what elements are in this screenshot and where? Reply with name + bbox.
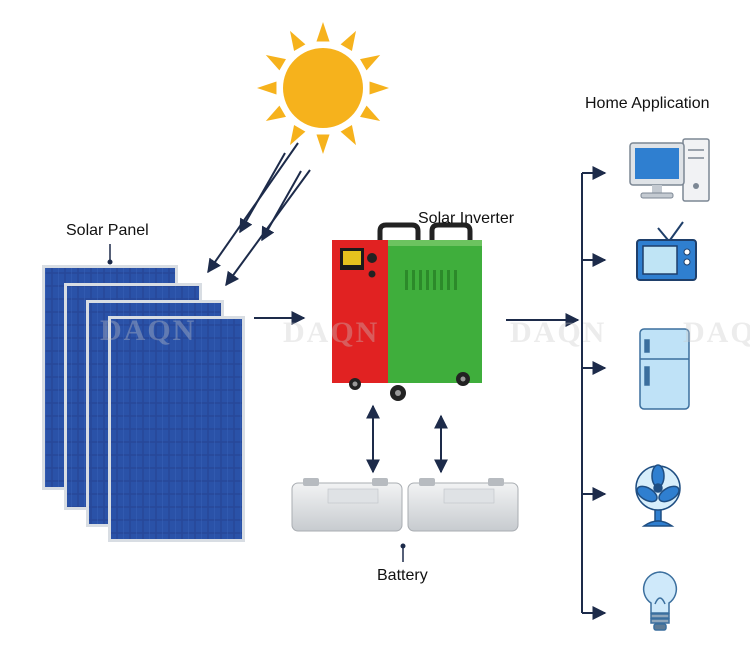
sun-ray <box>340 125 356 146</box>
inverter-vent <box>433 270 436 290</box>
battery-label-pointer <box>400 543 406 562</box>
television-icon <box>636 221 697 281</box>
solar-inverter-label: Solar Inverter <box>418 210 515 227</box>
inverter-vent <box>426 270 429 290</box>
sun-ray <box>290 30 306 51</box>
sun-ray <box>290 125 306 146</box>
watermark: DAQN <box>283 316 380 349</box>
inverter-vent <box>454 270 457 290</box>
solar-panel-stack <box>42 265 245 542</box>
sunlight-arrows <box>207 142 311 287</box>
inverter-vent <box>412 270 415 290</box>
sun-ray <box>340 30 356 51</box>
sun-ray <box>360 105 381 121</box>
solar-panel-label-pointer <box>107 244 113 265</box>
watermark: DAQN <box>510 316 607 349</box>
solar-panel <box>108 316 245 542</box>
sun-ray <box>369 81 389 95</box>
computer-icon <box>629 138 710 202</box>
sun-ray <box>316 134 330 154</box>
inverter-vent <box>405 270 408 290</box>
battery-unit <box>291 478 403 532</box>
inverter-vent <box>419 270 422 290</box>
battery-label: Battery <box>377 567 428 584</box>
watermark: DAQN <box>100 314 197 347</box>
sun-icon <box>257 22 389 154</box>
sun-ray <box>360 55 381 71</box>
inverter-vent <box>440 270 443 290</box>
sun-ray <box>265 105 286 121</box>
fan-icon <box>635 464 681 527</box>
sun-ray <box>316 22 330 42</box>
battery-unit <box>407 478 519 532</box>
distribution-bus <box>581 166 607 620</box>
solar-inverter-unit <box>332 222 482 401</box>
sun-ray <box>265 55 286 71</box>
light-bulb-icon <box>642 571 678 631</box>
home-application-label: Home Application <box>585 95 710 112</box>
refrigerator-icon <box>639 328 690 410</box>
watermark: DAQN <box>683 316 750 349</box>
inverter-vent <box>447 270 450 290</box>
sun-ray <box>257 81 277 95</box>
solar-panel-label: Solar Panel <box>66 222 149 239</box>
